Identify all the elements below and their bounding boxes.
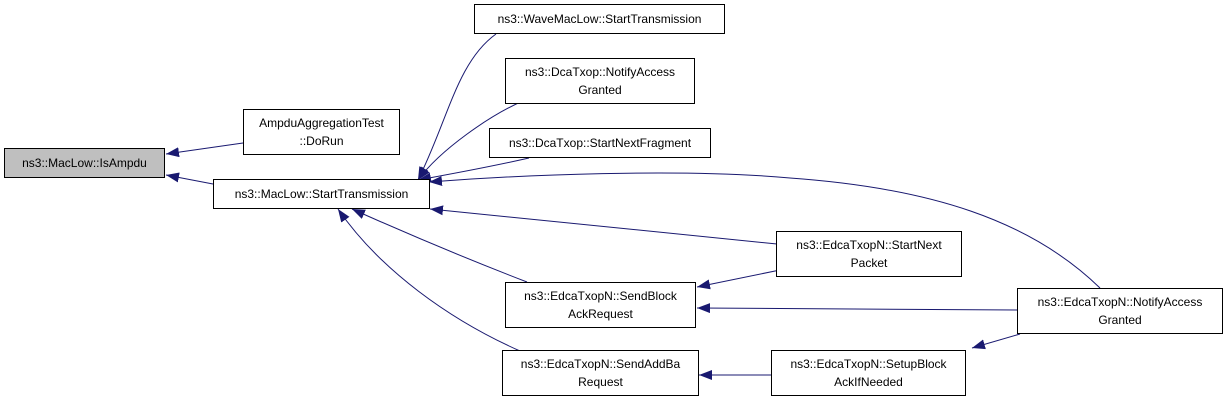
node-label-line: Request bbox=[578, 375, 623, 389]
edge-wave_start_tx-to-maclow_start_tx bbox=[417, 33, 497, 181]
node-label-line: ns3::DcaTxop::StartNextFragment bbox=[508, 136, 692, 150]
node-label-line: ns3::EdcaTxopN::SendAddBa bbox=[520, 357, 681, 371]
node-label-line: ns3::MacLow::StartTransmission bbox=[234, 187, 409, 201]
node-label-line: ns3::EdcaTxopN::NotifyAccess bbox=[1037, 295, 1203, 309]
node-dcatxop-start-next-fragment[interactable]: ns3::DcaTxop::StartNextFragment bbox=[489, 128, 711, 158]
edge-maclow_start_tx-to-is_ampdu bbox=[165, 172, 214, 185]
node-maclow-start-transmission[interactable]: ns3::MacLow::StartTransmission bbox=[213, 179, 430, 209]
edge-edca_notify-to-maclow_start_tx bbox=[428, 172, 1101, 289]
node-ampdu-aggregation-test-dorun[interactable]: AmpduAggregationTest::DoRun bbox=[243, 109, 400, 155]
node-label-line: Granted bbox=[578, 83, 622, 97]
node-is-ampdu[interactable]: ns3::MacLow::IsAmpdu bbox=[4, 148, 165, 178]
node-label-line: ns3::EdcaTxopN::StartNext bbox=[796, 238, 942, 252]
edge-edca_send_addba-to-maclow_start_tx bbox=[337, 208, 521, 352]
node-label-line: ::DoRun bbox=[299, 134, 344, 148]
node-label-line: Granted bbox=[1098, 313, 1142, 327]
node-label-line: ns3::EdcaTxopN::SendBlock bbox=[524, 289, 677, 303]
node-label-line: AckRequest bbox=[568, 307, 633, 321]
node-label-line: Packet bbox=[850, 256, 888, 270]
node-label-line: AmpduAggregationTest bbox=[259, 116, 384, 130]
node-label-line: ns3::DcaTxop::NotifyAccess bbox=[524, 65, 676, 79]
edge-edca_start_next-to-maclow_start_tx bbox=[429, 205, 778, 245]
node-label-line: ns3::WaveMacLow::StartTransmission bbox=[497, 12, 702, 26]
edge-edca_start_next-to-edca_send_block bbox=[696, 269, 781, 290]
node-label-line: ns3::EdcaTxopN::SetupBlock bbox=[790, 357, 947, 371]
edge-ampdu_test_dorun-to-is_ampdu bbox=[165, 142, 244, 158]
edge-edca_send_block-to-maclow_start_tx bbox=[351, 208, 528, 283]
edge-dca_next_frag-to-maclow_start_tx bbox=[417, 157, 530, 183]
edge-edca_notify-to-edca_setup_block bbox=[971, 333, 1021, 350]
edge-dca_notify-to-maclow_start_tx bbox=[417, 99, 526, 181]
edge-edca_notify-to-edca_send_block bbox=[696, 303, 1018, 314]
node-label-line: ns3::MacLow::IsAmpdu bbox=[22, 156, 147, 170]
node-label-line: AckIfNeeded bbox=[834, 375, 903, 389]
node-wavemaclow-start-transmission[interactable]: ns3::WaveMacLow::StartTransmission bbox=[474, 4, 725, 34]
